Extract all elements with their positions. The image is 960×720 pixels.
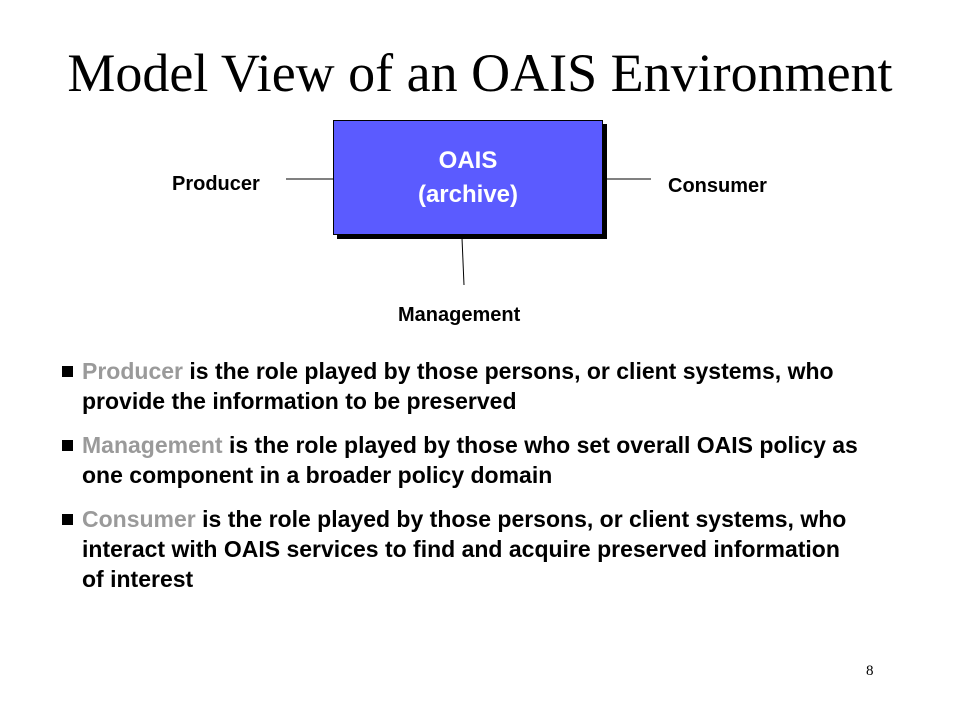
bullet-square-icon — [62, 440, 73, 451]
oais-diagram: OAIS (archive) Producer Consumer Managem… — [0, 0, 960, 340]
bullet-text: is the role played by those persons, or … — [82, 358, 834, 414]
bullet-term: Producer — [82, 358, 183, 384]
bullet-producer: Producer is the role played by those per… — [62, 356, 862, 416]
slide-number: 8 — [866, 663, 874, 679]
bullet-square-icon — [62, 514, 73, 525]
page-title: Model View of an OAIS Environment — [67, 43, 893, 103]
archive-subtitle: (archive) — [417, 180, 519, 208]
management-connector — [461, 237, 465, 286]
archive-box: OAIS (archive) — [333, 120, 603, 235]
bullet-management: Management is the role played by those w… — [62, 430, 862, 490]
management-label: Management — [398, 304, 521, 326]
bullet-term: Consumer — [82, 506, 196, 532]
bullet-text: is the role played by those persons, or … — [82, 506, 847, 592]
producer-label: Producer — [172, 173, 260, 195]
consumer-label: Consumer — [668, 175, 767, 197]
bullet-text: is the role played by those who set over… — [82, 432, 858, 488]
role-definitions: Producer is the role played by those per… — [62, 356, 862, 608]
bullet-consumer: Consumer is the role played by those per… — [62, 504, 862, 594]
archive-title: OAIS — [438, 146, 498, 174]
bullet-term: Management — [82, 432, 223, 458]
connector-lines — [286, 178, 651, 286]
bullet-square-icon — [62, 366, 73, 377]
